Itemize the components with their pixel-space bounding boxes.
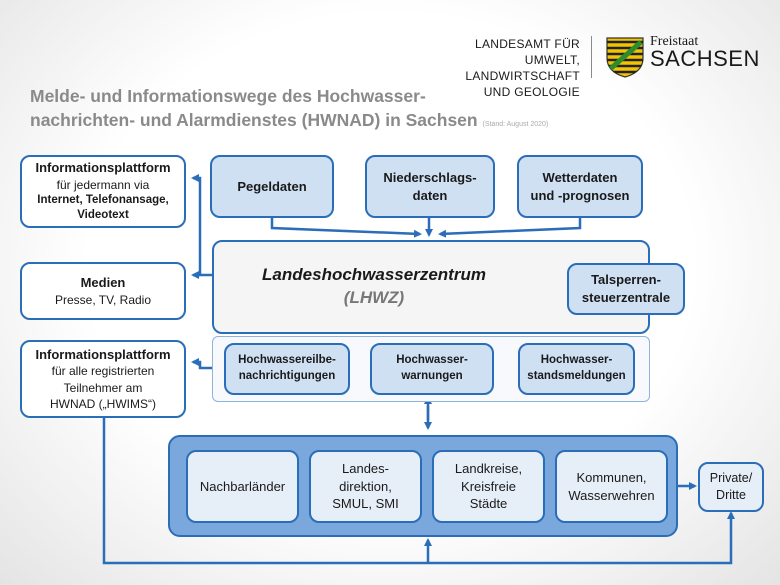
info-platform-public: Informationsplattform für jedermann via … [20, 155, 186, 228]
info-platform-registered-line-3: HWNAD („HWIMS“) [50, 396, 156, 411]
recipient-landkreise: Landkreise, Kreisfreie Städte [432, 450, 545, 523]
agency-line-1: LANDESAMT FÜR UMWELT, [474, 37, 580, 67]
title-line-2-text: nachrichten- und Alarmdienstes (HWNAD) i… [30, 110, 478, 130]
logo-divider [591, 36, 592, 78]
lhwz-abbr: (LHWZ) [343, 288, 405, 307]
info-platform-public-line-1: für jedermann via [56, 177, 150, 192]
agency-name: LANDESAMT FÜR UMWELT, LANDWIRTSCHAFT UND… [432, 36, 580, 100]
recipient-nachbarlaender: Nachbarländer [186, 450, 299, 523]
lhwz-box: Landeshochwasserzentrum (LHWZ) [212, 240, 650, 334]
agency-line-2: LANDWIRTSCHAFT [465, 69, 580, 83]
stand-note: (Stand: August 2020) [482, 121, 549, 128]
output-eilbenachrichtigung: Hochwassereilbe- nachrichtigungen [224, 343, 350, 395]
info-platform-public-line-3: Videotext [77, 209, 129, 222]
state-label-small: Freistaat [650, 34, 699, 49]
info-platform-registered-line-1: für alle registrierten [51, 364, 155, 379]
media-box: Medien Presse, TV, Radio [20, 262, 186, 320]
lhwz-name: Landeshochwasserzentrum [262, 265, 486, 285]
info-platform-registered-title: Informationsplattform [35, 346, 171, 362]
coat-of-arms-icon [606, 37, 644, 78]
talsperren-box: Talsperren- steuerzentrale [567, 263, 685, 315]
info-platform-registered-line-2: Teilnehmer am [63, 380, 143, 395]
private-box: Private/ Dritte [698, 462, 764, 512]
source-niederschlagsdaten: Niederschlags- daten [365, 155, 495, 218]
output-warnungen: Hochwasser- warnungen [370, 343, 494, 395]
state-label: SACHSEN [650, 46, 760, 71]
title-line-1: Melde- und Informationswege des Hochwass… [30, 86, 426, 106]
output-standsmeldungen: Hochwasser- standsmeldungen [518, 343, 635, 395]
page-title: Melde- und Informationswege des Hochwass… [30, 84, 548, 137]
title-line-2: nachrichten- und Alarmdienstes (HWNAD) i… [30, 108, 548, 137]
agency-line-3: UND GEOLOGIE [483, 85, 580, 99]
media-title: Medien [80, 275, 126, 291]
media-line-1: Presse, TV, Radio [54, 292, 152, 307]
info-platform-registered: Informationsplattform für alle registrie… [20, 340, 186, 418]
info-platform-public-line-2: Internet, Telefonansage, [37, 193, 169, 206]
recipient-landesdirektion: Landes- direktion, SMUL, SMI [309, 450, 422, 523]
info-platform-public-title: Informationsplattform [35, 160, 171, 176]
source-wetterdaten: Wetterdaten und -prognosen [517, 155, 643, 218]
source-pegeldaten: Pegeldaten [210, 155, 334, 218]
recipient-kommunen: Kommunen, Wasserwehren [555, 450, 668, 523]
